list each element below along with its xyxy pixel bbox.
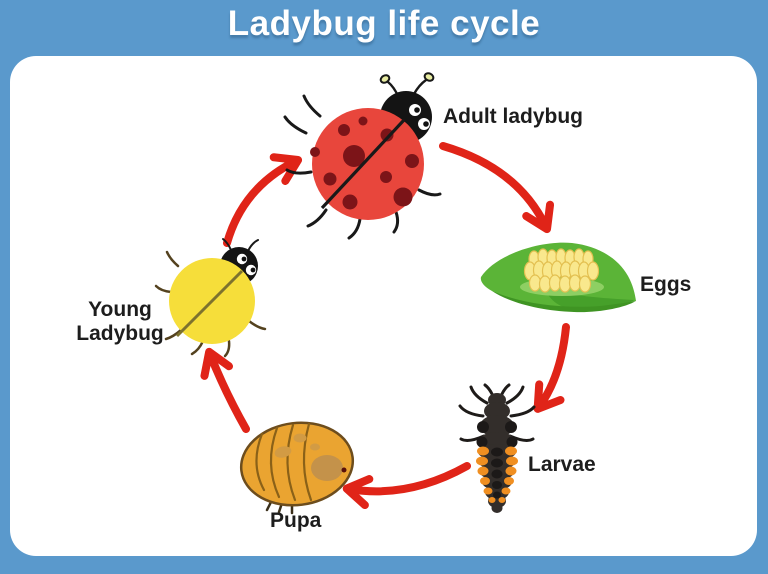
adult-ladybug-icon bbox=[283, 72, 442, 240]
young-ladybug-icon bbox=[154, 238, 267, 358]
pupa-icon bbox=[239, 421, 355, 515]
label-larvae: Larvae bbox=[528, 453, 596, 476]
label-adult-ladybug: Adult ladybug bbox=[443, 105, 583, 128]
larvae-icon bbox=[458, 383, 536, 513]
arrow-eggs-to-larvae bbox=[533, 323, 570, 413]
arrow-adult-to-eggs bbox=[439, 142, 555, 234]
arrow-pupa-to-young bbox=[200, 347, 250, 433]
label-young-ladybug: Young Ladybug bbox=[76, 298, 164, 345]
eggs-on-leaf-icon bbox=[480, 242, 636, 313]
page-title: Ladybug life cycle bbox=[227, 4, 541, 43]
arrow-young-to-adult bbox=[223, 153, 303, 247]
cycle-arrows bbox=[200, 142, 570, 510]
label-pupa: Pupa bbox=[270, 509, 322, 532]
arrow-larvae-to-pupa bbox=[342, 462, 471, 510]
label-eggs: Eggs bbox=[640, 273, 692, 296]
